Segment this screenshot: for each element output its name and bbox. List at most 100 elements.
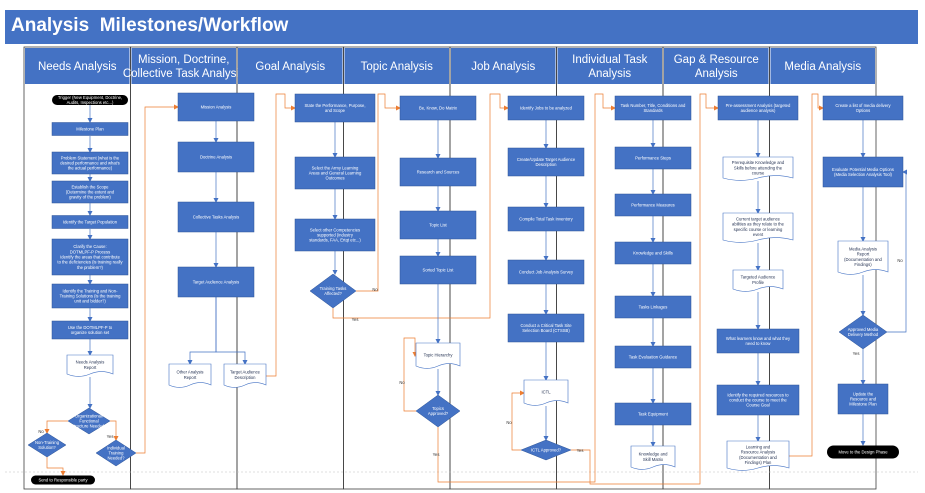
swimlane-title: Topic Analysis — [361, 61, 433, 73]
node-label: Milestone Plan — [76, 127, 104, 132]
node-label: Selection Board (CTSSB) — [522, 328, 570, 333]
document-shape — [630, 445, 676, 470]
node-label: Individual — [107, 445, 125, 450]
node-label: Report — [84, 365, 97, 370]
swimlane-title: Analysis — [588, 68, 631, 80]
decision-diamond — [67, 407, 111, 435]
process-box — [507, 259, 585, 285]
node-label: the problem?) — [77, 265, 103, 270]
trigger-node: Trigger (New Equipment, Doctrine,Audits,… — [52, 95, 128, 105]
node-label: conduct the course to meet the — [729, 398, 787, 403]
node-label: Description — [235, 375, 257, 380]
process-box — [51, 215, 129, 229]
node-label: Conduct a Critical Task Site — [520, 323, 572, 328]
process-box — [51, 320, 129, 340]
node-label: Task Number, Title, Conditions and — [621, 103, 686, 108]
node-label: Learning and — [746, 445, 771, 450]
node-label: Delivery Method — [848, 332, 879, 337]
process-box — [294, 156, 376, 190]
node-label: Organizational/ — [75, 413, 104, 418]
document-shape — [837, 240, 889, 275]
node-label: Select the Army Learning — [312, 165, 359, 170]
node-label: Move to the Design Phase — [838, 450, 888, 455]
node-label: (Documentation and — [844, 257, 882, 262]
edge-label-yes: Yes — [107, 434, 114, 439]
node-label: Approved? — [428, 411, 449, 416]
research-sources-node: Research and Sources — [399, 157, 477, 187]
node-label: (Documentation and — [739, 455, 777, 460]
node-label: Pre-assessment Analysis (targeted — [726, 103, 791, 108]
performance-measures-node: Performance Measures — [614, 193, 692, 217]
node-label: Resource Analysis — [741, 450, 775, 455]
edge-label-no: No — [38, 429, 44, 434]
node-label: specific course or learning — [734, 227, 783, 232]
connector-arrow-17 — [187, 297, 217, 365]
connector-arrow-53 — [789, 93, 824, 457]
job-survey-node: Conduct Job Analysis Survey — [507, 259, 585, 285]
task-linkages-node: Tasks Linkages — [614, 295, 692, 319]
swimlane-title: Goal Analysis — [255, 61, 325, 73]
process-box — [614, 345, 692, 369]
task-number-node: Task Number, Title, Conditions andStanda… — [614, 95, 692, 121]
node-label: Other Analysis — [177, 370, 204, 375]
process-box — [822, 95, 904, 121]
node-label: Non-Training — [35, 440, 60, 445]
node-label: Doctrine Analysis — [200, 155, 232, 160]
swimlane-title: Analysis — [695, 68, 738, 80]
node-label: Approved Media — [848, 327, 879, 332]
swimlane-header-5 — [451, 48, 556, 84]
document-shape — [726, 440, 790, 471]
document-shape — [722, 156, 794, 181]
send-responsible-node: Send to Responsible party — [31, 475, 95, 485]
connector-arrow-19 — [266, 93, 296, 377]
node-label: Performance Steps — [635, 156, 671, 161]
node-label: Target Audience Analysis — [193, 280, 240, 285]
node-label: Training Tasks — [320, 286, 347, 291]
process-box — [507, 206, 585, 232]
process-box — [614, 402, 692, 426]
topic-hierarchy-node: Topic Hierarchy — [415, 342, 461, 369]
node-label: Areas and General Learning — [309, 171, 362, 176]
process-box — [51, 180, 129, 204]
edge-label-yes: Yes — [352, 317, 359, 322]
document-shape — [66, 354, 114, 377]
node-label: Media Analysis — [849, 247, 877, 252]
node-label: Audits, Inspections etc...) — [67, 100, 114, 105]
node-label: Send to Responsible party — [38, 478, 88, 483]
process-box — [51, 283, 129, 309]
edge-label-no: No — [506, 420, 512, 425]
node-label: Outcomes — [325, 176, 344, 181]
connector-arrow-18 — [215, 297, 248, 365]
node-label: Identify the Training and Non- — [63, 288, 119, 293]
node-label: Topics — [432, 406, 444, 411]
topic-list-node: Topic List — [399, 210, 477, 240]
swimlane-title: Job Analysis — [471, 61, 535, 73]
node-label: Sorted Topic List — [423, 268, 455, 273]
process-box — [294, 93, 376, 123]
swimlane-header-8 — [770, 48, 875, 84]
node-label: abilities as they relate to the — [732, 222, 785, 227]
node-label: Identify the Target Population — [63, 220, 118, 225]
node-label: Identify the required resources to — [727, 392, 789, 397]
swimlane-header-4 — [344, 48, 449, 84]
swimlane-header-2 — [131, 48, 236, 84]
node-label: to the deficiencies (is training really — [57, 260, 123, 265]
process-box — [177, 266, 255, 298]
node-label: Current target audience — [736, 217, 781, 222]
process-box — [716, 328, 800, 354]
node-label: event — [753, 232, 764, 237]
node-label: Skill Matrix — [643, 457, 664, 462]
node-label: Training — [109, 451, 125, 456]
